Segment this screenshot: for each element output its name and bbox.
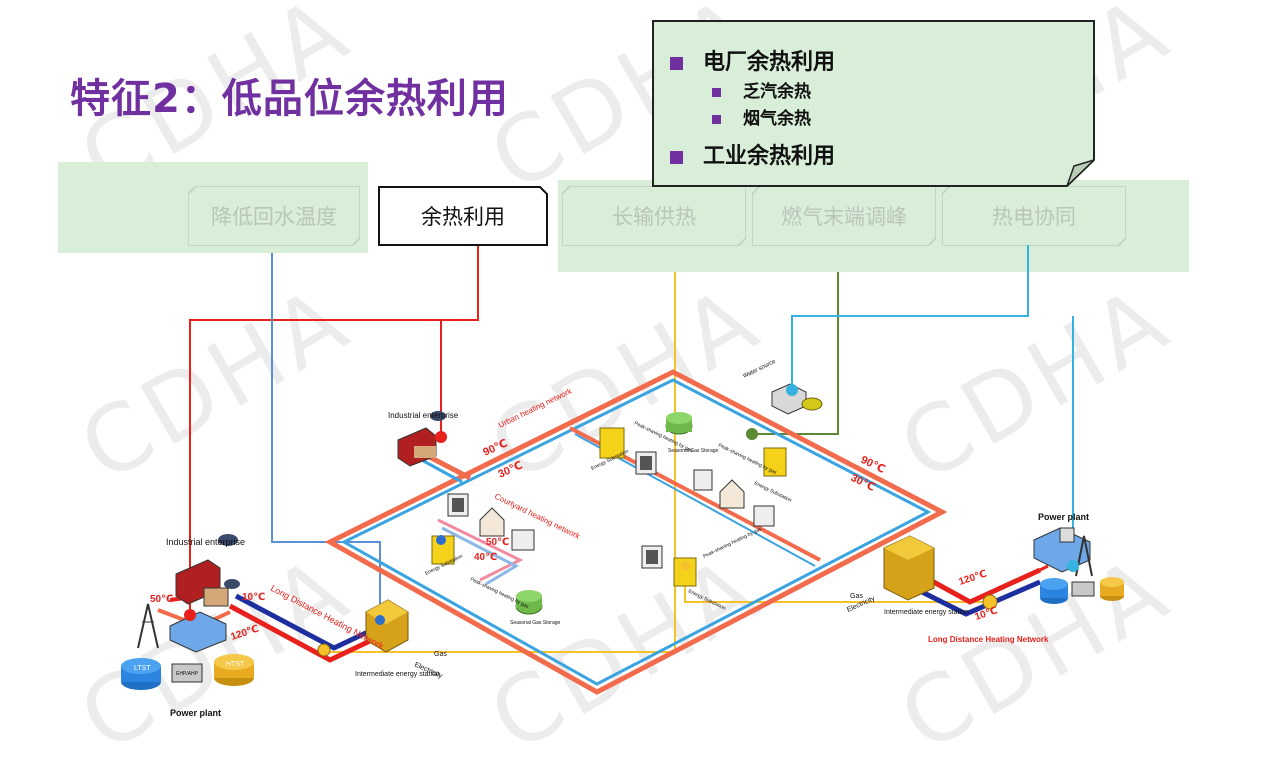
building-icon [641,545,663,569]
tab-label: 长输供热 [612,205,696,229]
industrial-branch-pipe [417,456,463,484]
industrial-enterprise-icon [397,411,446,467]
tab-long-distance[interactable]: 长输供热 [562,186,746,246]
note-subitem: 烟气余热 [712,104,811,129]
right-plant-pipe [1039,564,1049,572]
slide-title: 特征2：低品位余热利用 [70,76,509,122]
right-intermediate-station-icon [883,535,935,601]
energy-substation-icon [431,535,455,565]
pump-icon [982,594,998,610]
watermark: CDHA [62,264,369,503]
tab-gas-peak[interactable]: 燃气末端调峰 [752,186,936,246]
blue-marker [436,535,446,545]
building-icon [511,529,535,551]
building-icon [635,451,657,475]
note-item: 工业余热利用 [670,138,835,170]
gas-storage-label: Seasonal Gas Storage [668,448,719,454]
green-marker [746,428,758,440]
temp-label: 40℃ [474,552,497,563]
courtyard-network-label: Courtyard heating network [493,492,582,542]
yellow-marker [985,597,995,607]
gas-label: Gas [434,651,447,658]
tab-lower-return-temp[interactable]: 降低回水温度 [188,186,360,246]
watermark: CDHA [62,534,369,773]
building-icon [447,493,469,517]
electricity-label: Electricity [846,595,877,614]
temp-label: 50℃ [150,594,173,605]
blue-marker [375,615,385,625]
house-icon [719,479,745,509]
bullet-icon [670,56,683,70]
peak-shaving-label: Peak-shaving heating by gas [469,576,530,610]
power-plant-label: Power plant [1038,512,1089,522]
temp-label: 120℃ [958,568,989,587]
bullet-icon [712,114,721,124]
watermark: CDHA [472,534,779,773]
temp-label: 30℃ [849,472,877,494]
industrial-label: Industrial enterprise [388,411,459,420]
tab-label: 热电协同 [992,205,1076,229]
left-plant-pipe [169,594,201,602]
substation-label: Energy Substation [424,553,464,576]
tab-waste-heat[interactable]: 余热利用 [378,186,548,246]
temp-label: 90℃ [859,454,887,476]
energy-substation-icon [763,447,787,477]
bullet-icon [670,150,683,164]
intermediate-station-label: Intermediate energy station [355,671,440,678]
bullet-icon [712,87,721,97]
courtyard-pipe [441,526,520,586]
gas-storage-icon [515,590,543,615]
water-source-station-icon [771,383,823,415]
house-icon [479,507,505,537]
watermark: CDHA [882,534,1189,773]
left-intermediate-station-icon [365,599,409,653]
gas-storage-label: Seasonal Gas Storage [510,620,561,626]
left-green-band [58,162,368,253]
note-subitem: 乏汽余热 [712,77,811,102]
peak-shaving-label: Peak-shaving heating by gas [717,442,778,476]
building-icon [753,505,775,527]
industrial-label: Industrial enterprise [166,537,245,547]
tab-label: 余热利用 [421,205,505,229]
watermark: CDHA [882,264,1189,503]
intermediate-station-label: Intermediate energy station [884,609,969,616]
tab-chp-synergy[interactable]: 热电协同 [942,186,1126,246]
note-item: 电厂余热利用 [670,44,835,76]
building-icon [693,469,713,491]
substation-label: Energy Substation [753,480,793,503]
cyan-marker [786,384,798,396]
courtyard-pipe [437,518,524,582]
temp-label: 50℃ [486,537,509,548]
branch-pipe [574,433,816,567]
tab-label: 燃气末端调峰 [781,205,907,229]
electricity-label: Electricity [413,661,444,680]
red-marker [435,431,447,443]
note-callout: 电厂余热利用 乏汽余热 烟气余热 工业余热利用 [652,20,1095,187]
industrial-branch-pipe [418,449,472,481]
tab-label: 降低回水温度 [211,205,337,229]
gas-label: Gas [850,593,863,600]
watermark: CDHA [472,264,779,503]
